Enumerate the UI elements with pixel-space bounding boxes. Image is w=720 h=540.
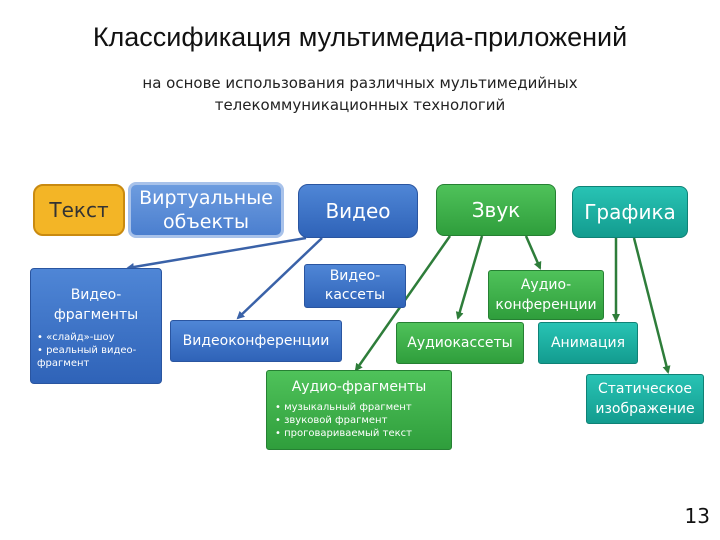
node-static-image-line-1: Статическое (598, 381, 692, 397)
node-animation-label: Анимация (550, 335, 626, 351)
node-virtual-objects-line-1: Виртуальные (139, 187, 273, 209)
node-videocassettes-line-1: Видео- (329, 268, 381, 284)
node-audioconference: Аудио- конференции (488, 270, 604, 320)
audio-fragments-bullet-3: • проговариваемый текст (275, 428, 412, 439)
node-videocassettes-line-2: кассеты (324, 287, 386, 303)
node-audioconference-line-1: Аудио- (520, 277, 572, 293)
node-audio-fragments: Аудио-фрагменты • музыкальный фрагмент •… (266, 370, 452, 450)
node-virtual-objects: Виртуальные объекты (128, 182, 284, 238)
node-graphics: Графика (572, 186, 688, 238)
node-videoconference-label: Видеоконференции (182, 333, 330, 349)
video-fragments-bullet-3: фрагмент (37, 358, 90, 369)
node-static-image-line-2: изображение (595, 401, 695, 417)
arrow-video-to-videoconference (236, 237, 323, 320)
arrow-video-to-video-fragments (126, 236, 307, 271)
node-audiocassettes: Аудиокассеты (396, 322, 524, 364)
audio-fragments-bullet-2: • звуковой фрагмент (275, 415, 388, 426)
node-video: Видео (298, 184, 418, 238)
node-video-fragments: Видео- фрагменты • «слайд»-шоу • реальны… (30, 268, 162, 384)
node-static-image: Статическое изображение (586, 374, 704, 424)
node-graphics-label: Графика (584, 200, 676, 224)
node-videoconference: Видеоконференции (170, 320, 342, 362)
page-subtitle: на основе использования различных мульти… (60, 72, 660, 116)
arrow-graphics-to-static-image (632, 237, 671, 374)
node-videocassettes: Видео- кассеты (304, 264, 406, 308)
node-audioconference-line-2: конференции (495, 297, 597, 313)
node-video-fragments-title-line-1: Видео- (70, 287, 122, 303)
subtitle-line-1: на основе использования различных мульти… (142, 74, 578, 92)
video-fragments-bullet-1: • «слайд»-шоу (37, 332, 115, 343)
page-title: Классификация мультимедиа-приложений (92, 22, 628, 52)
node-text-label: Текст (49, 198, 109, 222)
node-text: Текст (33, 184, 125, 236)
node-video-label: Видео (325, 199, 391, 223)
video-fragments-bullet-2: • реальный видео- (37, 345, 137, 356)
arrow-sound-to-audiocassettes (455, 235, 484, 320)
node-video-fragments-title-line-2: фрагменты (53, 307, 139, 323)
node-audiocassettes-label: Аудиокассеты (407, 335, 513, 351)
node-sound-label: Звук (471, 198, 521, 222)
page-number: 13 (684, 504, 710, 528)
node-virtual-objects-line-2: объекты (162, 211, 249, 233)
node-animation: Анимация (538, 322, 638, 364)
audio-fragments-bullet-1: • музыкальный фрагмент (275, 402, 412, 413)
node-sound: Звук (436, 184, 556, 236)
arrow-sound-to-audioconference (524, 235, 542, 270)
subtitle-line-2: телекоммуникационных технологий (214, 96, 506, 114)
node-audio-fragments-title: Аудио-фрагменты (291, 379, 427, 395)
